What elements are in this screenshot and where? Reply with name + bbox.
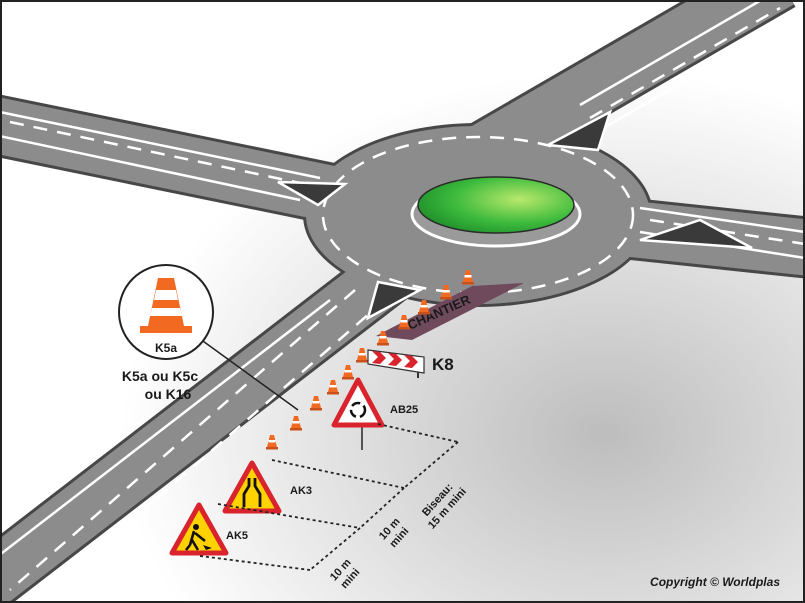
dimension-lines <box>199 423 459 571</box>
traffic-cone-icon <box>462 270 474 285</box>
traffic-cone-icon <box>310 396 322 411</box>
barrier-label: K8 <box>432 355 454 374</box>
splitter-islands <box>277 109 753 321</box>
traffic-cone-icon <box>440 285 452 300</box>
traffic-cone-icon <box>140 278 192 333</box>
narrowing-sign-label: AK3 <box>290 485 312 497</box>
traffic-cone-icon <box>342 365 354 380</box>
roundabout-sign-label: AB25 <box>390 404 418 416</box>
cone-callout: K5a <box>118 264 214 360</box>
roundabout-warning-sign-icon <box>331 377 385 450</box>
traffic-cone-icon <box>377 331 389 346</box>
road-narrows-sign-icon <box>222 460 282 514</box>
cone-caption-line2: ou K16 <box>145 386 192 402</box>
cone-badge-label: K5a <box>155 341 177 355</box>
traffic-cone-icon <box>356 348 368 363</box>
roadworks-sign-icon <box>169 502 229 556</box>
ring-dashed-line <box>321 135 635 295</box>
traffic-cone-icon <box>398 315 410 330</box>
callout-leader <box>195 335 299 411</box>
roadworks-sign-label: AK5 <box>226 530 248 542</box>
traffic-cone-icon <box>418 300 430 315</box>
traffic-cone-icon <box>266 435 278 450</box>
central-island <box>410 176 582 248</box>
cone-caption-line1: K5a ou K5c <box>122 368 198 384</box>
cone-row <box>266 270 474 450</box>
copyright-text: Copyright © Worldplas <box>650 575 780 589</box>
traffic-cone-icon <box>290 416 302 431</box>
chevron-barrier-icon <box>367 349 425 378</box>
traffic-cone-icon <box>327 380 339 395</box>
